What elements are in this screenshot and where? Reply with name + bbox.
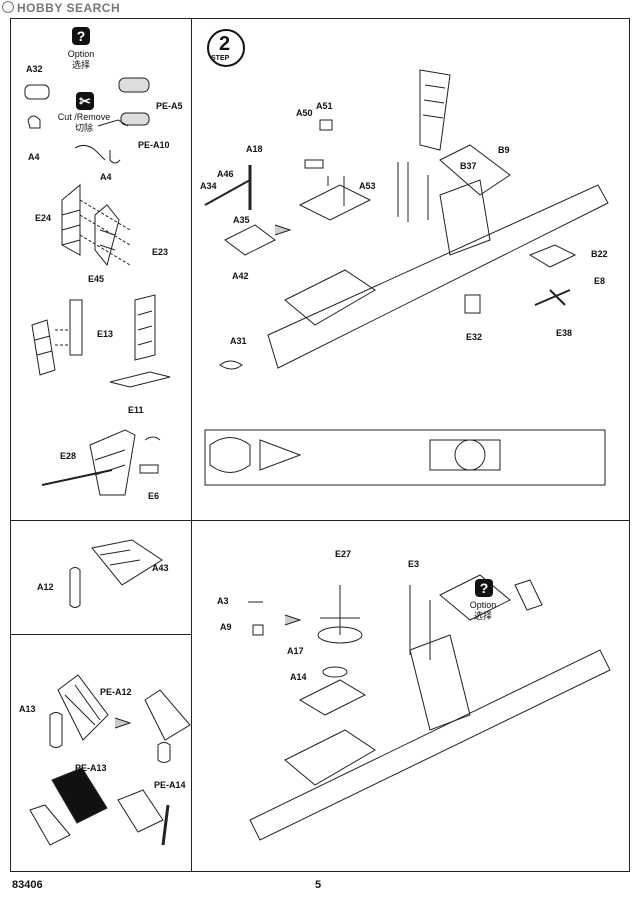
step-badge-icon <box>207 29 245 67</box>
label-e45: E45 <box>88 274 105 284</box>
label-a31: A31 <box>230 336 247 346</box>
cut-remove-label-cn: 切除 <box>74 123 93 133</box>
step-label: STEP <box>211 55 230 62</box>
label-b22: B22 <box>591 249 608 259</box>
label-a35: A35 <box>233 215 250 225</box>
cut-remove-icon: ✂ <box>76 92 94 110</box>
option-label-cn-lower: 选择 <box>473 611 492 621</box>
label-a9: A9 <box>220 622 232 632</box>
label-a43: A43 <box>152 563 169 573</box>
label-a14: A14 <box>290 672 307 682</box>
label-a50: A50 <box>296 108 313 118</box>
ship-hull-lower <box>249 649 611 841</box>
label-a4: A4 <box>28 152 40 162</box>
label-a12: A12 <box>37 582 54 592</box>
label-a51: A51 <box>316 101 333 111</box>
label-a13: A13 <box>19 704 36 714</box>
label-e11: E11 <box>128 405 144 415</box>
label-e3: E3 <box>408 559 420 569</box>
label-a18: A18 <box>246 144 263 154</box>
option-label-cn: 选择 <box>71 60 90 70</box>
label-e23: E23 <box>152 247 169 257</box>
step-number: 2 <box>219 33 231 55</box>
label-a32: A32 <box>26 64 43 74</box>
label-pe-a13: PE-A13 <box>75 763 107 773</box>
label-a3: A3 <box>217 596 229 606</box>
label-pe-a10: PE-A10 <box>138 140 170 150</box>
label-a17: A17 <box>287 646 304 656</box>
part-a32 <box>24 84 50 100</box>
ship-hull-upper <box>267 184 609 369</box>
part-a4 <box>27 115 41 129</box>
part-pe-a5 <box>120 112 150 126</box>
label-a46: A46 <box>217 169 234 179</box>
label-pe-a5: PE-A5 <box>156 101 183 111</box>
footer-product-code: 83406 <box>12 879 43 891</box>
panel-step-2-lower <box>191 520 630 872</box>
label-a42: A42 <box>232 271 249 281</box>
watermark: HOBBY SEARCH <box>2 1 120 15</box>
label-e38: E38 <box>556 328 573 338</box>
label-a34: A34 <box>200 181 217 191</box>
part-pe-a5-top <box>118 77 150 93</box>
label-e6: E6 <box>148 491 160 501</box>
label-b9: B9 <box>498 145 510 155</box>
watermark-text: HOBBY SEARCH <box>17 1 121 15</box>
footer-page-number: 5 <box>315 879 322 891</box>
hobby-search-logo-icon <box>2 1 14 13</box>
label-e24: E24 <box>35 213 52 223</box>
label-e13: E13 <box>97 329 114 339</box>
option-icon: ? <box>72 27 90 45</box>
option-icon-lower: ? <box>475 579 493 597</box>
option-label-en-lower: Option <box>469 600 497 610</box>
label-b37: B37 <box>460 161 477 171</box>
label-pe-a12: PE-A12 <box>100 687 132 697</box>
label-a53: A53 <box>359 181 376 191</box>
cut-remove-label-en: Cut /Remove <box>57 112 111 122</box>
label-e8: E8 <box>594 276 606 286</box>
label-e27: E27 <box>335 549 352 559</box>
option-label-en: Option <box>67 49 95 59</box>
label-a4b: A4 <box>100 172 112 182</box>
label-e32: E32 <box>466 332 483 342</box>
label-e28: E28 <box>60 451 77 461</box>
label-pe-a14: PE-A14 <box>154 780 186 790</box>
ship-hull-topview <box>204 429 606 486</box>
